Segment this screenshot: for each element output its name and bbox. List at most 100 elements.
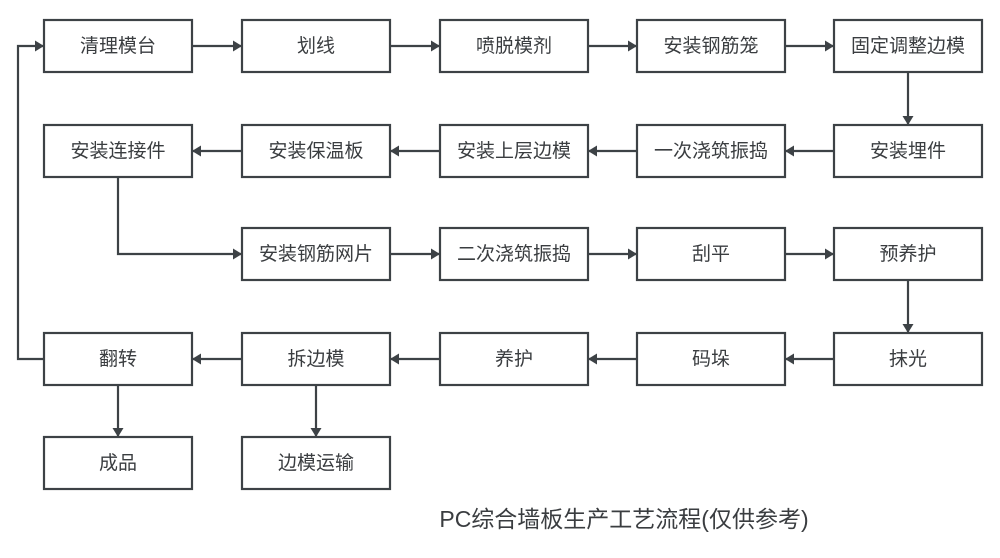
node-label: 抹光 (889, 348, 927, 370)
process-node[interactable]: 刮平 (635, 226, 787, 282)
process-node[interactable]: 喷脱模剂 (438, 18, 590, 74)
process-node[interactable]: 安装钢筋网片 (240, 226, 392, 282)
node-label: 拆边模 (287, 348, 344, 370)
arrow-head-right (431, 40, 440, 52)
arrow-head-left (390, 353, 399, 365)
node-label: 安装保温板 (268, 140, 363, 162)
process-node[interactable]: 抹光 (832, 331, 984, 387)
process-node[interactable]: 划线 (240, 18, 392, 74)
node-label: 二次浇筑振捣 (457, 243, 571, 265)
process-node[interactable]: 安装上层边模 (438, 123, 590, 179)
connector-left (191, 353, 244, 365)
process-node[interactable]: 固定调整边模 (832, 18, 984, 74)
connector-down (310, 383, 322, 438)
connector-right (783, 248, 835, 260)
arrow-head-down (112, 428, 124, 437)
arrow-head-right (628, 40, 637, 52)
node-label: 一次浇筑振捣 (654, 140, 768, 162)
node-label: 固定调整边模 (851, 35, 965, 57)
arrow-head-left (192, 145, 201, 157)
node-box (635, 331, 787, 387)
connector-elbow-down-right (116, 175, 243, 260)
connector-down (902, 70, 914, 126)
arrow-head-left (785, 145, 794, 157)
edges-layer (16, 40, 914, 438)
arrow-head-right (825, 248, 834, 260)
process-node[interactable]: 拆边模 (240, 331, 392, 387)
process-node[interactable]: 安装钢筋笼 (635, 18, 787, 74)
process-node[interactable]: 二次浇筑振捣 (438, 226, 590, 282)
arrow-head-right (35, 40, 44, 52)
node-label: 划线 (297, 35, 335, 57)
arrow-head-left (588, 353, 597, 365)
node-box (438, 123, 590, 179)
node-box (832, 123, 984, 179)
process-node[interactable]: 清理模台 (42, 18, 194, 74)
node-box (240, 123, 392, 179)
connector-left (784, 353, 836, 365)
node-label: 安装上层边模 (457, 140, 571, 162)
arrow-head-right (825, 40, 834, 52)
node-box (240, 18, 392, 74)
arrow-head-down (902, 116, 914, 125)
node-label: 翻转 (99, 348, 137, 370)
node-label: 边模运输 (278, 452, 354, 474)
arrow-head-left (390, 145, 399, 157)
node-label: 清理模台 (80, 35, 156, 57)
node-box (832, 18, 984, 74)
process-node[interactable]: 码垛 (635, 331, 787, 387)
connector-left (587, 145, 639, 157)
process-node[interactable]: 一次浇筑振捣 (635, 123, 787, 179)
node-box (240, 435, 392, 491)
connector-left (191, 145, 244, 157)
arrow-head-left (192, 353, 201, 365)
process-node[interactable]: 翻转 (42, 331, 194, 387)
process-node[interactable]: 成品 (42, 435, 194, 491)
arrow-head-down (902, 324, 914, 333)
arrow-head-down (310, 428, 322, 437)
arrow-head-left (785, 353, 794, 365)
node-label: 喷脱模剂 (476, 35, 552, 57)
node-label: 安装埋件 (870, 140, 946, 162)
node-box (635, 123, 787, 179)
node-box (42, 331, 194, 387)
node-box (42, 435, 194, 491)
connector-left (587, 353, 639, 365)
arrow-head-right (628, 248, 637, 260)
connector-right (190, 40, 243, 52)
connector-right (586, 40, 638, 52)
node-label: 码垛 (692, 348, 730, 370)
process-node[interactable]: 安装保温板 (240, 123, 392, 179)
node-label: 成品 (99, 452, 137, 474)
connector-line (116, 175, 243, 256)
connector-line (16, 44, 46, 361)
connector-right (586, 248, 638, 260)
node-box (832, 226, 984, 282)
node-box (438, 331, 590, 387)
diagram-caption: PC综合墙板生产工艺流程(仅供参考) (439, 506, 808, 532)
arrow-head-right (233, 40, 242, 52)
process-node[interactable]: 预养护 (832, 226, 984, 282)
node-box (42, 123, 194, 179)
process-node[interactable]: 边模运输 (240, 435, 392, 491)
node-box (240, 331, 392, 387)
connector-left (389, 353, 442, 365)
connector-left (389, 145, 442, 157)
node-box (42, 18, 194, 74)
node-box (832, 331, 984, 387)
connector-right (388, 248, 441, 260)
connector-feedback-loop-left (16, 40, 46, 361)
node-label: 安装连接件 (70, 140, 165, 162)
process-node[interactable]: 安装连接件 (42, 123, 194, 179)
arrow-head-right (431, 248, 440, 260)
node-box (240, 226, 392, 282)
process-node[interactable]: 安装埋件 (832, 123, 984, 179)
node-label: 预养护 (879, 243, 936, 265)
node-box (635, 226, 787, 282)
arrow-head-right (233, 248, 242, 260)
connector-right (388, 40, 441, 52)
process-node[interactable]: 养护 (438, 331, 590, 387)
